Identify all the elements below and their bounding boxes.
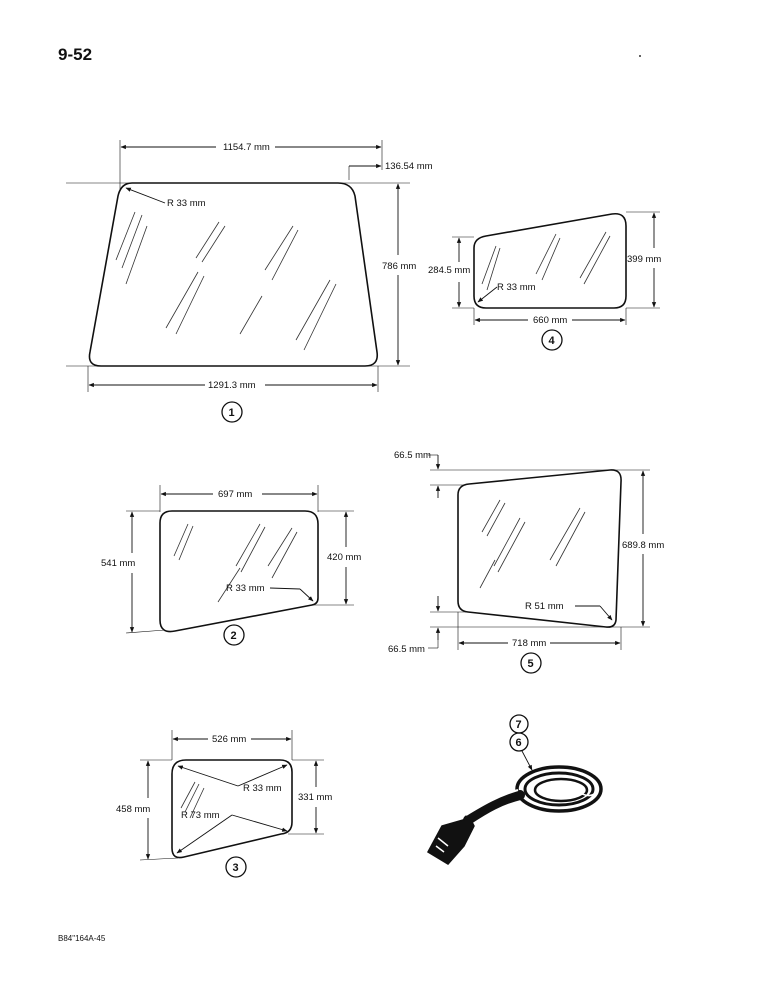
glass-part-3: 526 mm 458 mm 331 mm R 33 mm R 73 mm 3 xyxy=(116,730,332,878)
callout-6: 6 xyxy=(516,737,522,749)
dim-718: 718 mm xyxy=(512,638,546,649)
callout-4: 4 xyxy=(549,335,556,347)
glass-2-outline xyxy=(159,510,319,633)
dim-660: 660 mm xyxy=(533,315,567,326)
dim-1154-7: 1154.7 mm xyxy=(223,142,270,153)
callout-circle-1 xyxy=(221,401,243,423)
dim-331: 331 mm xyxy=(298,792,332,803)
dim-r33-part1: R 33 mm xyxy=(167,198,206,209)
glass-part-4: 284.5 mm 399 mm 660 mm R 33 mm 4 xyxy=(428,211,661,351)
callout-3: 3 xyxy=(233,862,239,874)
page-number: 9-52 xyxy=(58,45,93,64)
callout-5: 5 xyxy=(528,658,534,670)
glass-1-outline xyxy=(88,182,379,367)
glass-4-glare xyxy=(481,231,611,291)
callout-circle-2 xyxy=(223,624,245,646)
dim-66-5-bottom: 66.5 mm xyxy=(388,644,425,655)
dim-r51: R 51 mm xyxy=(525,601,564,612)
dim-420: 420 mm xyxy=(327,552,361,563)
glass-part-1: 1154.7 mm 136.54 mm 786 mm 1291.3 mm R 3… xyxy=(66,140,433,423)
glass-4-outline xyxy=(473,212,627,309)
dim-284-5: 284.5 mm xyxy=(428,265,470,276)
dim-541: 541 mm xyxy=(101,558,135,569)
dim-697: 697 mm xyxy=(218,489,252,500)
speck-mark xyxy=(639,55,641,57)
glass-3-glare xyxy=(180,781,205,819)
glass-part-2: 697 mm 541 mm 420 mm R 33 mm 2 xyxy=(101,485,361,646)
seal-coil-icon xyxy=(427,765,603,865)
callout-1: 1 xyxy=(229,407,235,419)
glass-part-5: 66.5 mm 689.8 mm R 51 mm 66.5 mm xyxy=(388,450,664,674)
dim-689-8: 689.8 mm xyxy=(622,540,664,551)
dim-r73: R 73 mm xyxy=(181,810,220,821)
dim-786: 786 mm xyxy=(382,261,416,272)
footer-code: B84"164A-45 xyxy=(58,934,106,943)
dim-r33-part3: R 33 mm xyxy=(243,783,282,794)
dim-526: 526 mm xyxy=(212,734,246,745)
dim-66-5-top: 66.5 mm xyxy=(394,450,431,461)
dim-458: 458 mm xyxy=(116,804,150,815)
callout-circle-5 xyxy=(520,652,542,674)
dim-399: 399 mm xyxy=(627,254,661,265)
callout-circle-4 xyxy=(541,329,563,351)
glass-3-outline xyxy=(171,759,293,859)
glass-2-glare xyxy=(173,523,298,603)
callout-circle-6 xyxy=(509,732,529,752)
dim-136-54: 136.54 mm xyxy=(385,161,433,172)
callout-circle-3 xyxy=(225,856,247,878)
dim-r33-part4: R 33 mm xyxy=(497,282,536,293)
dim-1291-3: 1291.3 mm xyxy=(208,380,256,391)
dim-r33-part2: R 33 mm xyxy=(226,583,265,594)
seal-strip-part: 7 6 xyxy=(427,714,603,865)
glass-1-glare xyxy=(115,211,337,351)
callout-7: 7 xyxy=(516,719,522,731)
callout-2: 2 xyxy=(231,630,237,642)
glass-5-glare xyxy=(479,499,586,589)
